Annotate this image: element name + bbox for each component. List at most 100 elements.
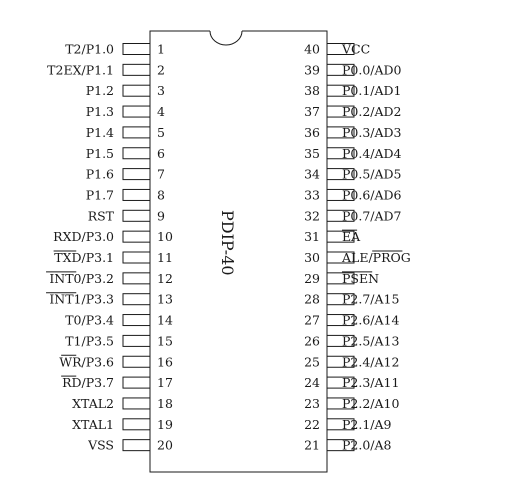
pin-number: 26 [304,333,320,348]
pin-lead [122,418,151,431]
pin-number: 11 [157,250,173,265]
pin-name: P2.4/A12 [342,354,399,369]
pin-number: 15 [157,333,173,348]
pin-name: P1.5 [86,146,114,161]
pin-number: 19 [157,417,173,432]
pin-name: VCC [341,42,370,57]
pin-left-14: T0/P3.4 14 [65,313,173,328]
pin-lead [326,188,355,201]
pin-lead [122,84,151,97]
pin-lead [326,105,355,118]
pin-name: INT1/P3.3 [49,292,114,307]
pin-lead [122,251,151,264]
pin-number: 6 [157,146,165,161]
pin-name: P0.5/AD5 [342,167,402,182]
pin-lead [326,397,355,410]
pin-number: 7 [157,167,165,182]
pin-number: 32 [304,208,320,223]
pin-name: EA [342,229,361,244]
pin-name: PSEN [342,271,379,286]
pin-name: T1/P3.5 [65,333,114,348]
pin-lead [122,168,151,181]
pin-lead [122,334,151,347]
pin-number: 39 [304,62,320,77]
pin-name: T2EX/P1.1 [47,62,114,77]
pin-name: TXD/P3.1 [54,250,114,265]
pin-number: 36 [304,125,320,140]
pin-number: 18 [157,396,173,411]
pin-name: INT0/P3.2 [49,271,114,286]
pin-number: 13 [157,292,173,307]
pin-name: RXD/P3.0 [53,229,114,244]
pin-number: 10 [157,229,173,244]
pin-lead [326,418,355,431]
pin-lead [326,272,355,285]
pin-lead [326,355,355,368]
pin-name: P1.3 [86,104,114,119]
pin-right-29: 29 PSEN [304,271,379,286]
pin-name: P0.6/AD6 [342,187,402,202]
pin-lead [122,209,151,222]
pin-number: 38 [304,83,320,98]
pin-name: T2/P1.0 [65,42,114,57]
pin-number: 30 [304,250,320,265]
pin-name: RST [88,208,115,223]
pin-lead [326,293,355,306]
pin-name: P0.7/AD7 [342,208,402,223]
pin-lead [326,147,355,160]
pin-name: T0/P3.4 [65,313,114,328]
pin-name: P2.6/A14 [342,313,399,328]
pin-lead [122,314,151,327]
pin-name: P2.1/A9 [342,417,392,432]
pin-lead [326,251,355,264]
pin-lead [122,188,151,201]
pin-number: 28 [304,292,320,307]
pin-lead [326,230,355,243]
pin-name: P2.0/A8 [342,438,392,453]
pin-lead [122,105,151,118]
pin-left-15: T1/P3.5 15 [65,333,173,348]
pin-lead [122,272,151,285]
pin-lead [326,334,355,347]
pin-name: P0.1/AD1 [342,83,402,98]
pin-number: 29 [304,271,320,286]
pin-left-12: INT0/P3.2 12 [46,271,173,286]
pin-name: P0.4/AD4 [342,146,402,161]
pin-number: 12 [157,271,173,286]
pin-lead [122,376,151,389]
pin-lead [326,376,355,389]
pin-lead [122,230,151,243]
pin-number: 1 [157,42,165,57]
pin-number: 8 [157,187,165,202]
pin-lead [122,43,151,55]
pin-number: 14 [157,313,173,328]
chip-notch [209,30,243,46]
pin-lead [122,63,151,76]
pin-number: 33 [304,187,320,202]
pin-lead [326,43,355,55]
pin-lead [122,439,151,452]
pin-name: P2.3/A11 [342,375,399,390]
pin-number: 5 [157,125,165,140]
pin-number: 31 [304,229,320,244]
pin-left-13: INT1/P3.3 13 [46,292,173,307]
pin-number: 24 [304,375,320,390]
chip-body [149,30,328,473]
pin-lead [326,126,355,139]
pin-lead [326,63,355,76]
